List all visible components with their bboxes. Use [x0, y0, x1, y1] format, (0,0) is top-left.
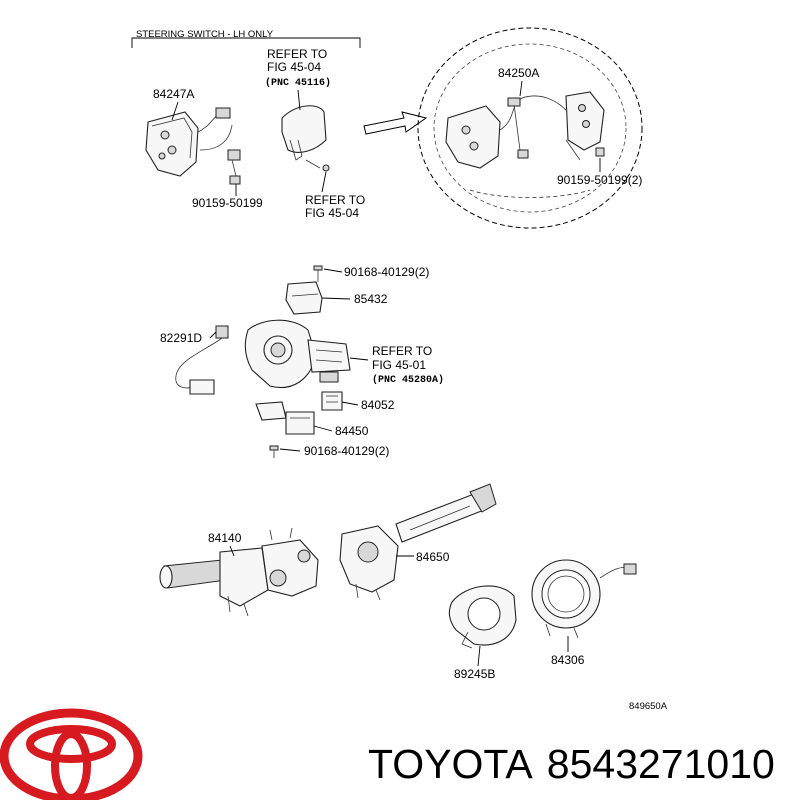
- refer-right-line2: FIG 45-01: [372, 358, 426, 372]
- label-85432: 85432: [354, 292, 388, 306]
- steering-wheel-drawing: [417, 27, 643, 229]
- combination-switch-body-drawing: [175, 265, 351, 458]
- label-84306: 84306: [551, 653, 585, 667]
- label-90168-top: 90168-40129(2): [344, 265, 429, 279]
- refer-mid-line1: REFER TO: [305, 193, 365, 207]
- leader-84450: [313, 425, 333, 432]
- label-89245b: 89245B: [454, 667, 495, 681]
- spiral-cable-89245b-drawing: [448, 585, 517, 649]
- switch-84247a-drawing: [145, 107, 241, 185]
- brand-part-number: 8543271010: [546, 741, 775, 787]
- leader-85432: [321, 297, 351, 300]
- leader-82291d: [209, 331, 217, 339]
- refer-right-line3: (PNC 45280A): [372, 374, 444, 386]
- leader-90168-bottom: [279, 448, 301, 452]
- switch-84140-drawing: [159, 527, 319, 617]
- refer-part-drawing: [281, 105, 330, 172]
- spiral-cable-84306-drawing: [531, 559, 637, 639]
- label-84247a: 84247A: [153, 87, 194, 101]
- steering-switch-note: STEERING SWITCH - LH ONLY: [136, 29, 274, 40]
- brand-name: TOYOTA: [368, 741, 533, 787]
- label-84052: 84052: [361, 398, 395, 412]
- refer-top-line2: FIG 45-04: [267, 60, 321, 74]
- toyota-logo: [0, 708, 143, 800]
- refer-mid-line2: FIG 45-04: [305, 206, 359, 220]
- leader-refer-mid: [321, 171, 327, 193]
- switch-84650-drawing: [339, 483, 497, 601]
- leader-84140: [229, 545, 235, 557]
- label-84140: 84140: [208, 531, 242, 545]
- label-84650: 84650: [416, 550, 450, 564]
- label-90159-right: 90159-50199(2): [557, 173, 642, 187]
- brand-line: TOYOTA 8543271010: [368, 736, 788, 792]
- refer-right-line1: REFER TO: [372, 344, 432, 358]
- steering-switch-group: STEERING SWITCH - LH ONLY 84247A 90159-5…: [131, 29, 365, 220]
- refer-top-line3: (PNC 45116): [265, 77, 331, 89]
- label-84450: 84450: [335, 424, 369, 438]
- leader-84052: [341, 401, 359, 406]
- figure-id: 849650A: [629, 701, 668, 712]
- leader-90168-top: [323, 268, 343, 273]
- leader-89245b: [477, 645, 481, 667]
- label-84250a: 84250A: [498, 66, 539, 80]
- leader-refer-right: [349, 357, 369, 361]
- label-90159-left: 90159-50199: [192, 196, 263, 210]
- steering-switch-bracket: [131, 37, 361, 48]
- refer-top-line1: REFER TO: [267, 47, 327, 61]
- leader-84247a: [171, 101, 179, 121]
- leader-84250a: [519, 80, 523, 97]
- label-82291d: 82291D: [160, 331, 202, 345]
- label-90168-bottom: 90168-40129(2): [304, 444, 389, 458]
- arrow-icon: [363, 111, 428, 135]
- leader-refer-top: [297, 89, 301, 111]
